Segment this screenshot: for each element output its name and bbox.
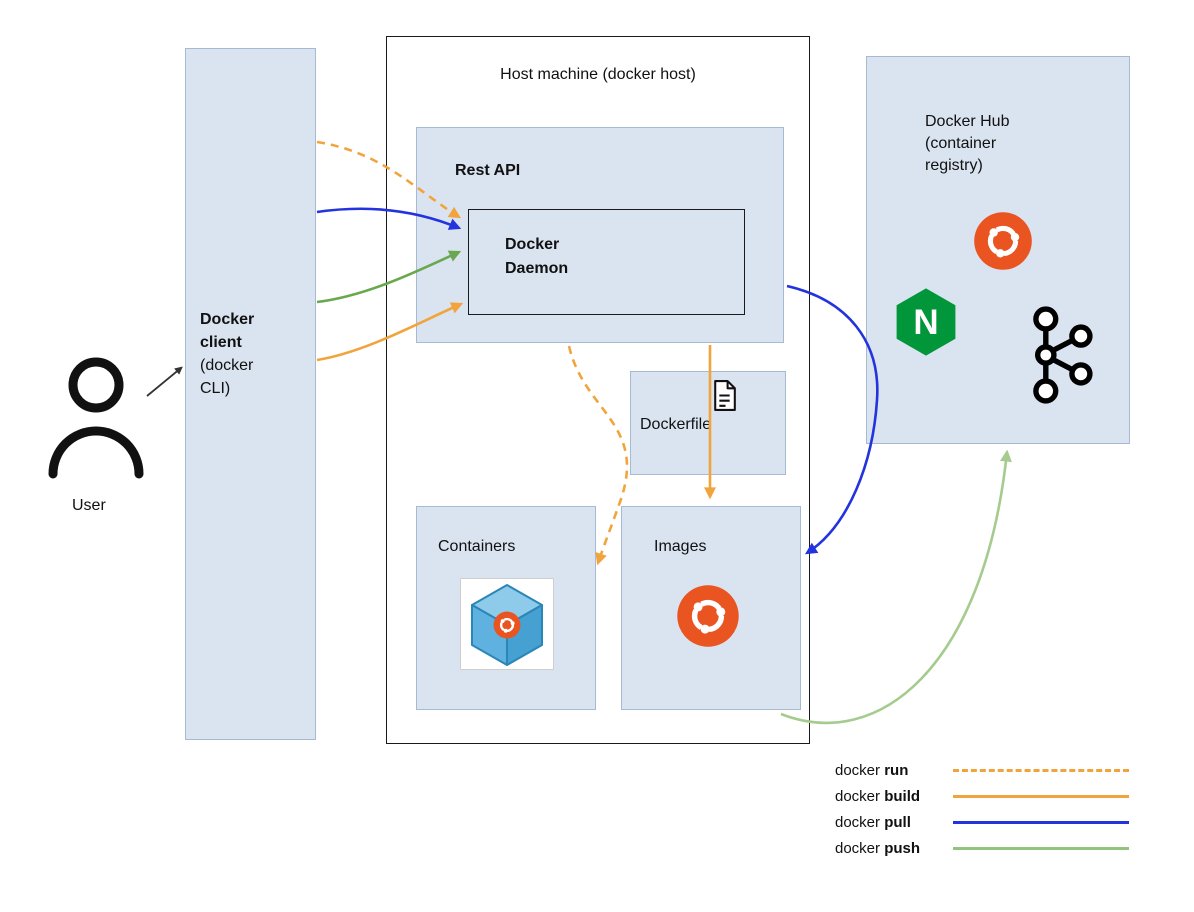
host-machine-title: Host machine (docker host) — [500, 66, 696, 83]
user-person-icon — [48, 357, 144, 479]
docker-client-subtitle-line1: (docker — [200, 357, 254, 374]
legend: docker run docker build docker pull dock… — [835, 757, 1129, 861]
dockerfile-label: Dockerfile — [640, 416, 712, 433]
arrow-docker-push-images-to-hub — [780, 449, 1012, 725]
legend-prefix-push: docker — [835, 839, 885, 857]
arrow-user-to-client — [146, 366, 183, 397]
docker-hub-label: Docker Hub (container registry) — [925, 111, 1009, 177]
docker-daemon-line2: Daemon — [505, 260, 569, 277]
kafka-logo-icon — [1026, 303, 1098, 407]
docker-daemon-line1: Docker — [505, 236, 560, 253]
docker-client-label: Docker client (docker CLI) — [200, 308, 254, 400]
user-label: User — [72, 497, 106, 514]
docker-client-box — [185, 48, 316, 740]
rest-api-label: Rest API — [455, 162, 521, 179]
dockerfile-box — [630, 371, 786, 475]
legend-keyword-pull: pull — [884, 813, 911, 831]
legend-item-build: docker build — [835, 783, 1129, 809]
legend-line-run-dashed-orange — [953, 768, 1129, 772]
legend-label-pull: docker pull — [835, 814, 953, 831]
ubuntu-logo-icon — [676, 584, 740, 648]
legend-item-push: docker push — [835, 835, 1129, 861]
legend-label-build: docker build — [835, 788, 953, 805]
legend-label-run: docker run — [835, 762, 953, 779]
legend-line-build-solid-orange — [953, 794, 1129, 798]
containers-label: Containers — [438, 538, 516, 555]
cube-with-ubuntu-logo-icon — [460, 578, 554, 670]
legend-label-push: docker push — [835, 840, 953, 857]
legend-line-pull-solid-blue — [953, 820, 1129, 824]
images-label: Images — [654, 538, 707, 555]
legend-prefix-run: docker — [835, 761, 885, 779]
legend-item-run: docker run — [835, 757, 1129, 783]
docker-client-subtitle-line2: CLI) — [200, 380, 231, 397]
docker-hub-line3: registry) — [925, 157, 983, 174]
docker-hub-line1: Docker Hub — [925, 113, 1010, 130]
legend-keyword-run: run — [884, 761, 909, 779]
docker-hub-line2: (container — [925, 135, 997, 152]
docker-daemon-label: Docker Daemon — [505, 233, 568, 281]
ubuntu-logo-icon — [973, 211, 1033, 271]
docker-daemon-box — [468, 209, 745, 315]
legend-prefix-build: docker — [835, 787, 885, 805]
docker-client-title-line2: client — [200, 334, 242, 351]
document-icon — [714, 380, 736, 411]
nginx-logo-icon — [896, 288, 956, 356]
legend-line-push-solid-green — [953, 846, 1129, 850]
legend-item-pull: docker pull — [835, 809, 1129, 835]
legend-keyword-build: build — [884, 787, 921, 805]
legend-prefix-pull: docker — [835, 813, 885, 831]
rest-api-box — [416, 127, 784, 343]
docker-client-title-line1: Docker — [200, 311, 255, 328]
legend-keyword-push: push — [884, 839, 921, 857]
